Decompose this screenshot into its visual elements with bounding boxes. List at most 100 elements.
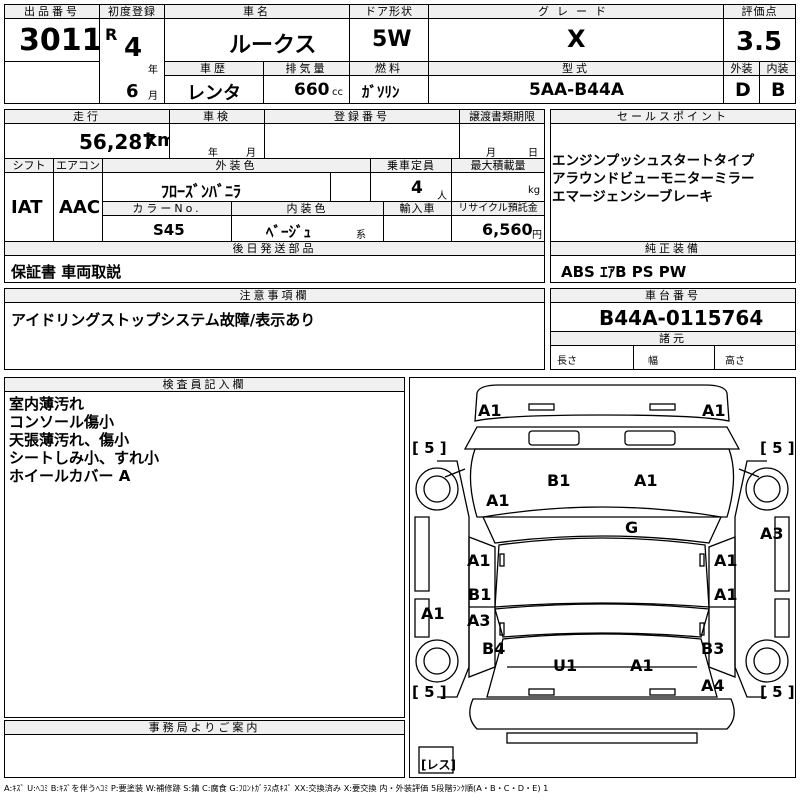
tire-tread-rr: [ 5 ] xyxy=(760,683,795,701)
ext-score-cell: D xyxy=(723,75,760,104)
tire-tread-fr: [ 5 ] xyxy=(760,439,795,457)
import-cell xyxy=(383,215,452,242)
damage-mark: B1 xyxy=(547,471,571,490)
damage-mark: A1 xyxy=(630,656,654,675)
inspector-line: 天張薄汚れ、傷小 xyxy=(9,431,130,449)
disp-cell: 660 cc xyxy=(263,75,350,104)
int-score: B xyxy=(771,79,786,101)
recycle: 6,560 xyxy=(482,220,533,239)
inspector-list: 室内薄汚れ コンソール傷小 天張薄汚れ、傷小 シートしみ小、すれ小 ホイールカバ… xyxy=(9,395,159,485)
lot-label: 出品番号 xyxy=(4,4,100,19)
inspection-year: 年 xyxy=(208,148,218,159)
disp-label: 排気量 xyxy=(263,61,350,76)
history-cell: レンタ xyxy=(164,75,264,104)
ext-score: D xyxy=(735,79,751,101)
reg-number-cell xyxy=(264,123,460,159)
damage-mark: A1 xyxy=(714,551,738,570)
history: レンタ xyxy=(187,83,241,104)
notes-label: 注意事項欄 xyxy=(4,288,545,303)
model-label: 型式 xyxy=(428,61,724,76)
era: R xyxy=(105,25,118,44)
disp-unit: cc xyxy=(332,87,343,98)
transfer-day: 日 xyxy=(528,148,538,159)
int-score-label: 内装 xyxy=(759,61,796,76)
damage-mark: B1 xyxy=(468,585,492,604)
notes-text: アイドリングストップシステム故障/表示あり xyxy=(11,311,316,329)
width-cell: 幅 xyxy=(633,345,715,370)
shift-cell: IAT xyxy=(4,172,54,242)
first-reg-cell: R 4 年 6 月 xyxy=(99,18,165,104)
color-no-label: カラーNo. xyxy=(102,201,232,216)
ext-color-label: 外装色 xyxy=(102,158,371,173)
capacity-cell: 4 人 xyxy=(370,172,452,202)
car-name-cell: ルークス xyxy=(164,18,350,62)
fuel: ｶﾞｿﾘﾝ xyxy=(362,83,400,101)
length-cell: 長さ xyxy=(550,345,634,370)
damage-mark: A1 xyxy=(486,491,510,510)
model-code: 5AA-B44A xyxy=(529,80,624,100)
grade: X xyxy=(567,25,586,53)
chassis-label: 車台番号 xyxy=(550,288,796,303)
reg-year: 4 xyxy=(124,33,143,63)
damage-mark: A1 xyxy=(421,604,445,623)
month-unit: 月 xyxy=(148,91,158,102)
inspector-line: コンソール傷小 xyxy=(9,413,115,431)
later-items: 保証書 車両取説 xyxy=(11,263,122,281)
transfer-label: 譲渡書類期限 xyxy=(459,109,545,124)
shift-label: シフト xyxy=(4,158,54,173)
length-label: 長さ xyxy=(557,356,577,367)
int-score-cell: B xyxy=(759,75,796,104)
tire-tread-fl: [ 5 ] xyxy=(412,439,447,457)
recycle-unit: 円 xyxy=(532,230,542,241)
lot-blank xyxy=(4,61,100,104)
grade-cell: X xyxy=(428,18,724,62)
score: 3.5 xyxy=(736,27,783,57)
int-color: ﾍﾞｰｼﾞｭ xyxy=(266,223,312,241)
mileage: 56,287 xyxy=(79,130,157,154)
year-unit: 年 xyxy=(148,65,158,76)
score-cell: 3.5 xyxy=(723,18,796,62)
inspection-label: 車検 xyxy=(169,109,265,124)
sales-cell: エンジンプッシュスタートタイプ アラウンドビューモニターミラー エマージェンシー… xyxy=(550,123,796,242)
capacity-label: 乗車定員 xyxy=(370,158,452,173)
equip-label: 純正装備 xyxy=(550,241,796,256)
transfer-month: 月 xyxy=(486,148,496,159)
damage-mark: A1 xyxy=(714,585,738,604)
capacity-unit: 人 xyxy=(437,191,447,202)
shift: IAT xyxy=(11,197,43,218)
recycle-cell: 6,560 円 xyxy=(451,215,545,242)
mileage-cell: 56,287 km xyxy=(4,123,170,159)
ext-score-label: 外装 xyxy=(723,61,760,76)
inspector-line: ホイールカバー A xyxy=(9,467,131,485)
history-label: 車歴 xyxy=(164,61,264,76)
door-type: 5W xyxy=(372,27,412,52)
load-label: 最大積載量 xyxy=(451,158,545,173)
fuel-cell: ｶﾞｿﾘﾝ xyxy=(349,75,429,104)
import-label: 輸入車 xyxy=(383,201,452,216)
inspector-line: シートしみ小、すれ小 xyxy=(9,449,160,467)
spare-tire: [レス] xyxy=(421,758,456,772)
transfer-cell: 月 日 xyxy=(459,123,545,159)
width-label: 幅 xyxy=(648,356,658,367)
lot-number: 3011 xyxy=(19,23,100,58)
int-color-unit: 系 xyxy=(356,230,366,241)
damage-mark: A3 xyxy=(760,524,784,543)
damage-mark: A1 xyxy=(478,401,502,420)
displacement: 660 xyxy=(294,80,330,100)
reg-month: 6 xyxy=(126,81,139,102)
equip-cell: ABS ｴｱB PS PW xyxy=(550,255,796,283)
damage-mark: A3 xyxy=(467,611,491,630)
color-no-cell: S45 xyxy=(102,215,232,242)
ext-color: ﾌﾛｰｽﾞﾝﾊﾞﾆﾗ xyxy=(161,182,242,201)
car-name: ルークス xyxy=(229,33,317,58)
mileage-unit: km xyxy=(145,130,169,151)
tire-tread-rl: [ 5 ] xyxy=(412,683,447,701)
lot-cell: 3011 xyxy=(4,18,100,62)
sales-item: アラウンドビューモニターミラー xyxy=(552,171,755,187)
first-reg-label: 初度登録 xyxy=(99,4,165,19)
int-color-cell: ﾍﾞｰｼﾞｭ 系 xyxy=(231,215,384,242)
legend: A:ｷｽﾞ U:ﾍｺﾐ B:ｷｽﾞを伴うﾍｺﾐ P:要塗装 W:補修跡 S:錆 … xyxy=(4,783,549,793)
ac-cell: AAC xyxy=(53,172,103,242)
damage-mark: A1 xyxy=(467,551,491,570)
ac: AAC xyxy=(59,197,101,218)
